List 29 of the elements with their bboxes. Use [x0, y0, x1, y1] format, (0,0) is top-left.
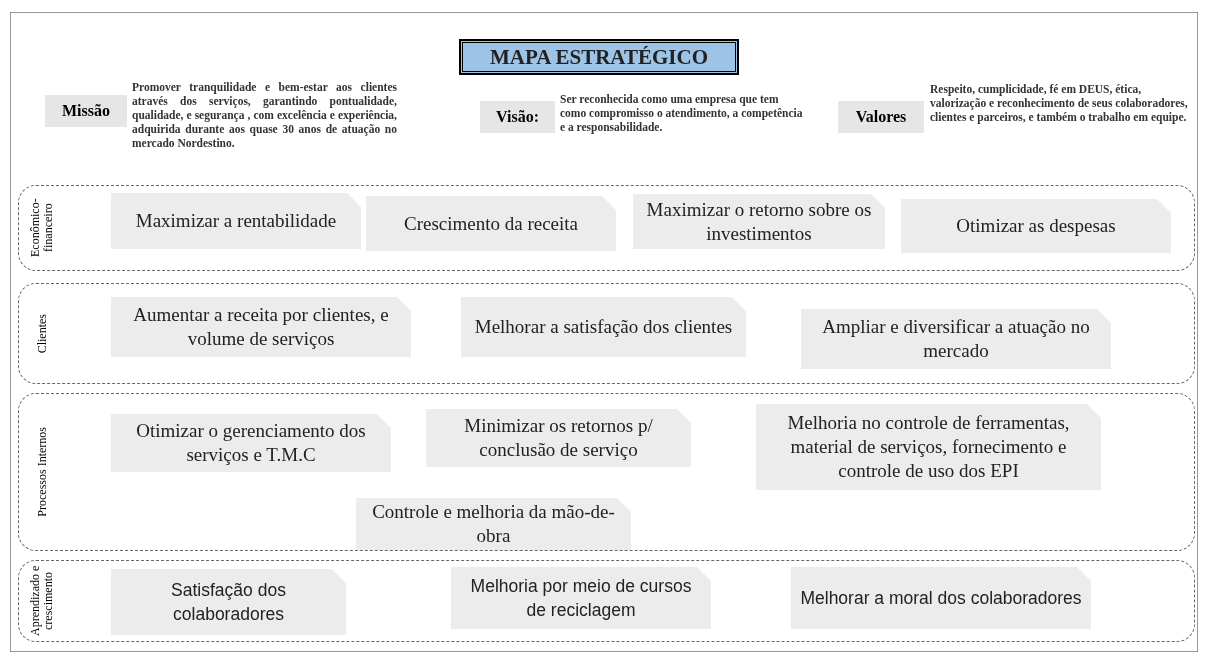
objective-box: Minimizar os retornos p/ conclusão de serviço — [426, 409, 691, 467]
objective-box: Maximizar a rentabilidade — [111, 193, 361, 249]
objective-box: Melhorar a moral dos colaboradores — [791, 567, 1091, 629]
objective-box: Maximizar o retorno sobre os investimentos — [633, 194, 885, 249]
perspective-label: Processos Internos — [35, 427, 49, 517]
objective-box: Melhorar a satisfação dos clientes — [461, 297, 746, 357]
values-text: Respeito, cumplicidade, fé em DEUS, ética, valorização e reconhecimento de seus colaboradores, clientes e parceiros, e também o trabalho em equipe. — [930, 82, 1189, 124]
objective-box: Aumentar a receita por clientes, e volume de serviços — [111, 297, 411, 357]
objective-box: Melhoria no controle de ferramentas, material de serviços, fornecimento e controle de uso dos EPI — [756, 404, 1101, 490]
title-banner: MAPA ESTRATÉGICO — [460, 40, 738, 74]
objective-box: Controle e melhoria da mão-de-obra — [356, 498, 631, 550]
perspective-band — [18, 185, 1195, 271]
objective-box: Satisfação dos colaboradores — [111, 569, 346, 635]
perspective-label: Aprendizado e crescimento — [29, 564, 55, 639]
objective-box: Melhoria por meio de cursos de reciclagem — [451, 567, 711, 629]
objective-box: Crescimento da receita — [366, 196, 616, 251]
objective-box: Ampliar e diversificar a atuação no mercado — [801, 309, 1111, 369]
perspective-band — [18, 560, 1195, 642]
perspective-label: Econômico-financeiro — [29, 197, 55, 260]
mission-text: Promover tranquilidade e bem-estar aos clientes através dos serviços, garantindo pontualidade, qualidade, e segurança , com excelência e experiência, adquirida durante aos quase 30 anos de atuação no mercado Nordestino. — [132, 80, 397, 150]
heading-label: Missão — [45, 95, 127, 127]
objective-box: Otimizar as despesas — [901, 199, 1171, 253]
vision-text: Ser reconhecida como uma empresa que tem como compromisso o atendimento, a competência e a responsabilidade. — [560, 92, 804, 134]
heading-label: Visão: — [480, 101, 555, 133]
perspective-label: Clientes — [35, 313, 49, 354]
objective-box: Otimizar o gerenciamento dos serviços e T.M.C — [111, 414, 391, 472]
heading-label: Valores — [838, 101, 924, 133]
perspective-band — [18, 283, 1195, 384]
perspective-band — [18, 393, 1195, 551]
